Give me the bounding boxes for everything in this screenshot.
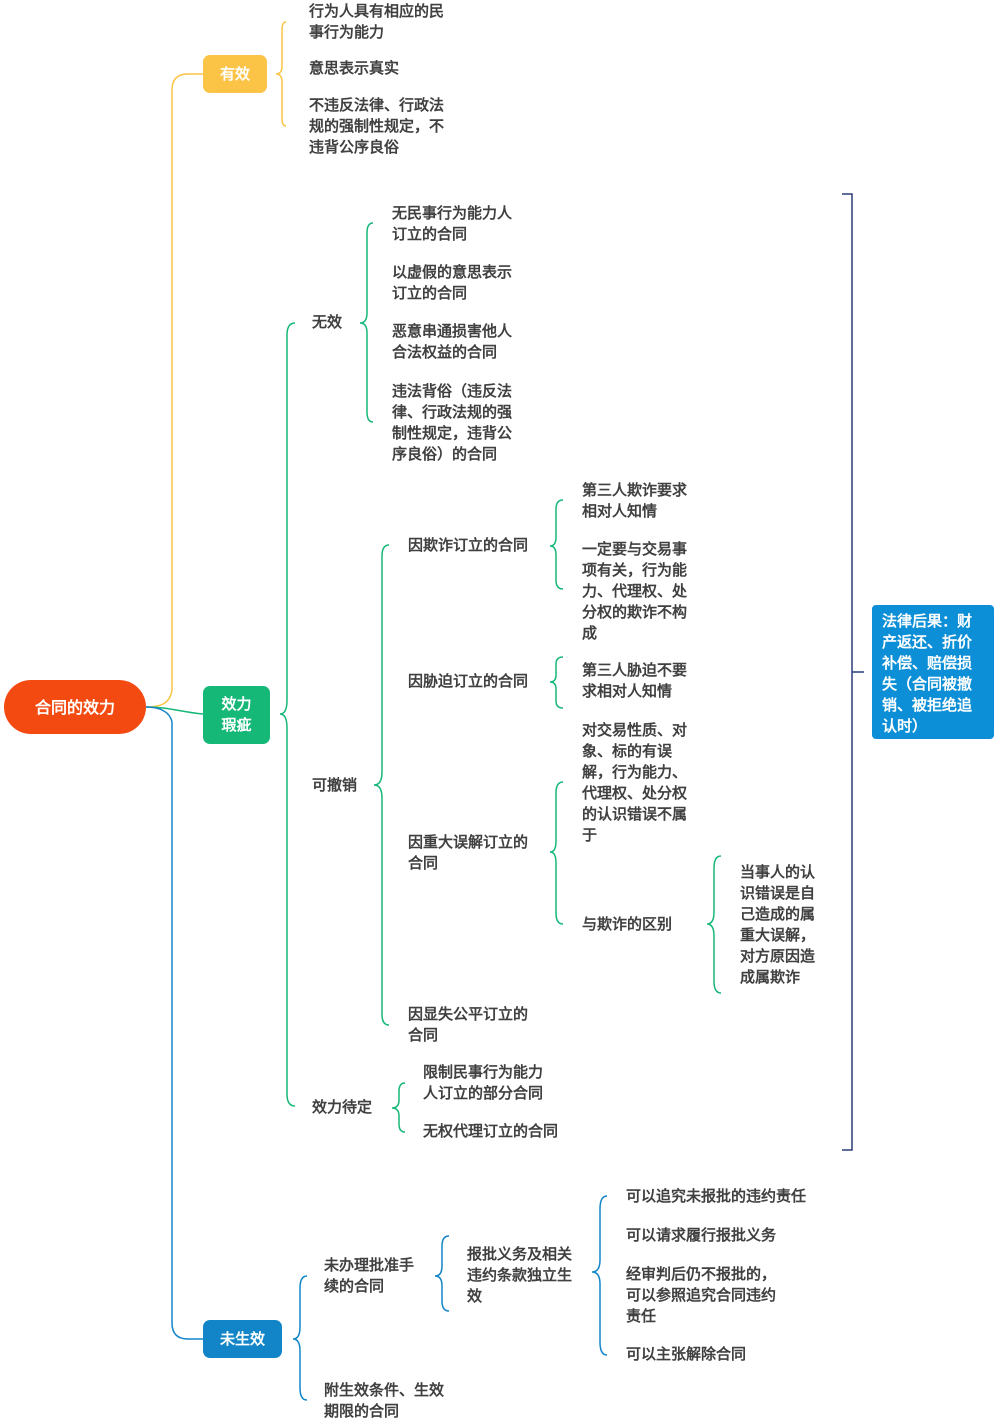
approval-item-3: 经审判后仍不报批的， 可以参照追究合同违约 责任 bbox=[626, 1265, 777, 1325]
node-fraud: 因欺诈订立的合同 bbox=[408, 536, 529, 554]
legal-result-box: 法律后果：财 产返还、折价 补偿、赔偿损 失（合同被撤 销、被拒绝追 认时） bbox=[872, 605, 994, 739]
node-valid: 有效 bbox=[203, 55, 267, 93]
node-unapproved: 未办理批准手 续的合同 bbox=[324, 1256, 415, 1295]
brace-notyet bbox=[292, 1275, 308, 1401]
brace-defect bbox=[279, 322, 296, 1107]
void-item-1: 无民事行为能力人 订立的合同 bbox=[392, 204, 513, 243]
node-mistake: 因重大误解订立的 合同 bbox=[408, 833, 529, 872]
fraud-item-2: 一定要与交易事 项有关，行为能 力、代理权、处 分权的欺诈不构 成 bbox=[582, 540, 688, 642]
node-revocable: 可撤销 bbox=[312, 776, 358, 794]
connector-root-valid bbox=[145, 73, 203, 708]
connector-root-notyet bbox=[145, 706, 203, 1340]
brace-diff bbox=[706, 855, 722, 994]
valid-item-lawful: 不违反法律、行政法 规的强制性规定，不 违背公序良俗 bbox=[309, 96, 445, 156]
node-approval-clause: 报批义务及相关 违约条款独立生 效 bbox=[467, 1245, 573, 1305]
node-defect: 效力 瑕疵 bbox=[203, 686, 270, 744]
pending-item-1: 限制民事行为能力 人订立的部分合同 bbox=[423, 1063, 544, 1102]
node-not-effective: 未生效 bbox=[203, 1320, 282, 1358]
valid-item-true-intent: 意思表示真实 bbox=[309, 59, 400, 77]
approval-item-1: 可以追究未报批的违约责任 bbox=[626, 1187, 807, 1205]
void-item-3: 恶意串通损害他人 合法权益的合同 bbox=[392, 322, 513, 361]
brace-fraud bbox=[549, 499, 564, 590]
node-conditional: 附生效条件、生效 期限的合同 bbox=[324, 1381, 445, 1420]
void-item-2: 以虚假的意思表示 订立的合同 bbox=[392, 263, 513, 302]
void-item-4: 违法背俗（违反法 律、行政法规的强 制性规定，违背公 序良俗）的合同 bbox=[392, 382, 513, 463]
root-node: 合同的效力 bbox=[4, 680, 146, 734]
mistake-diff-detail: 当事人的认 识错误是自 己造成的属 重大误解， 对方原因造 成属欺诈 bbox=[740, 863, 816, 986]
brace-void bbox=[359, 222, 374, 423]
brace-valid bbox=[275, 21, 287, 127]
node-void: 无效 bbox=[312, 313, 343, 331]
brace-revocable bbox=[373, 544, 390, 1026]
mistake-item-1: 对交易性质、对 象、标的有误 解，行为能力、 代理权、处分权 的认识错误不属 于 bbox=[582, 721, 688, 844]
mistake-item-diff: 与欺诈的区别 bbox=[582, 915, 673, 933]
brace-unapproved bbox=[434, 1235, 450, 1312]
approval-item-2: 可以请求履行报批义务 bbox=[626, 1226, 777, 1244]
brace-coercion bbox=[549, 656, 564, 709]
valid-item-capacity: 行为人具有相应的民 事行为能力 bbox=[309, 2, 445, 41]
brace-pending bbox=[391, 1082, 406, 1133]
approval-item-4: 可以主张解除合同 bbox=[626, 1345, 747, 1363]
fraud-item-1: 第三人欺诈要求 相对人知情 bbox=[582, 481, 688, 520]
brace-approval-sub bbox=[591, 1195, 608, 1356]
node-pending: 效力待定 bbox=[312, 1098, 373, 1116]
brace-mistake bbox=[549, 781, 564, 925]
node-unfair: 因显失公平订立的 合同 bbox=[408, 1005, 529, 1044]
bracket-legal-result bbox=[842, 193, 864, 1151]
pending-item-2: 无权代理订立的合同 bbox=[423, 1122, 559, 1140]
coercion-item-1: 第三人胁迫不要 求相对人知情 bbox=[582, 661, 688, 700]
node-coercion: 因胁迫订立的合同 bbox=[408, 672, 529, 690]
